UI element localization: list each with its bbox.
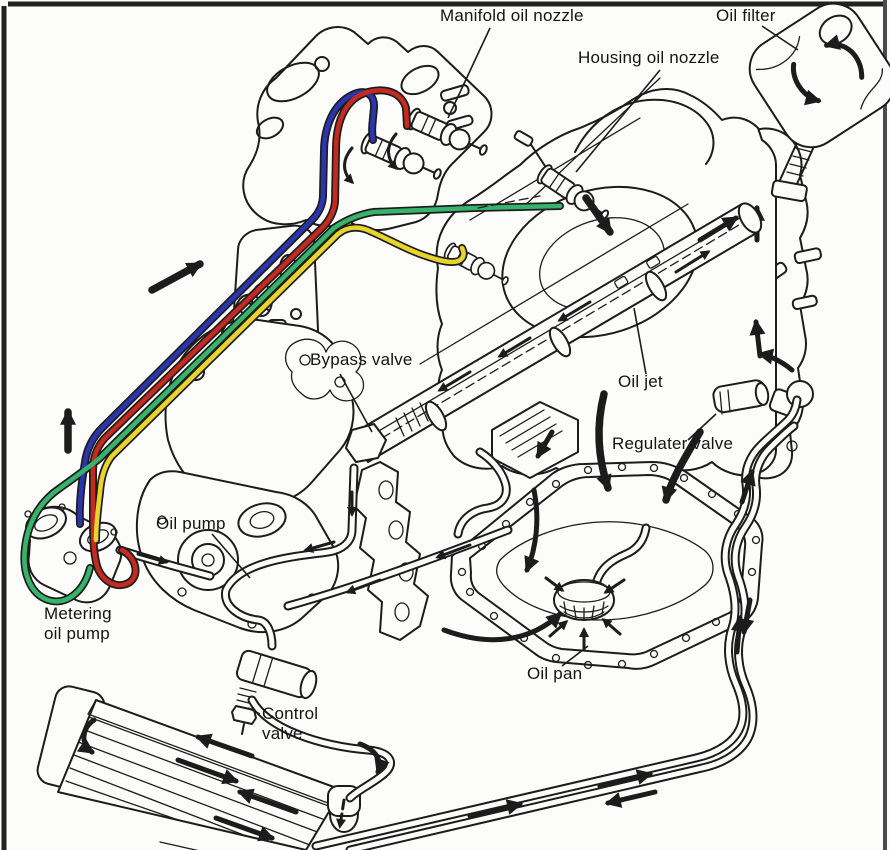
label-oil-pan: Oil pan <box>527 664 583 683</box>
label-housing-oil-nozzle: Housing oil nozzle <box>578 48 720 67</box>
label-metering-oil-pump: Metering oil pump <box>44 604 112 644</box>
label-manifold-oil-nozzle: Manifold oil nozzle <box>440 6 584 25</box>
metering-oil-tubes <box>20 86 564 606</box>
label-oil-jet: Oil jet <box>618 372 663 391</box>
cooler-hoses <box>311 318 802 850</box>
control-valve <box>231 649 395 803</box>
housing-oil-nozzles <box>441 130 614 291</box>
leader-lines <box>211 25 799 715</box>
oil-pan <box>449 461 764 670</box>
eccentric-shaft <box>345 202 763 463</box>
label-regulater-valve: Regulater valve <box>612 434 734 453</box>
label-bypass-valve: Bypass valve <box>310 350 413 369</box>
label-oil-pump: Oil pump <box>156 514 226 533</box>
label-oil-filter: Oil filter <box>716 6 776 25</box>
oil-cooler <box>36 685 361 850</box>
flow-arrows <box>60 132 704 643</box>
label-control-valve: Control valve <box>262 704 319 744</box>
oil-strainer <box>544 523 651 652</box>
bypass-valve-assembly <box>491 401 579 479</box>
oil-filter <box>748 2 890 243</box>
